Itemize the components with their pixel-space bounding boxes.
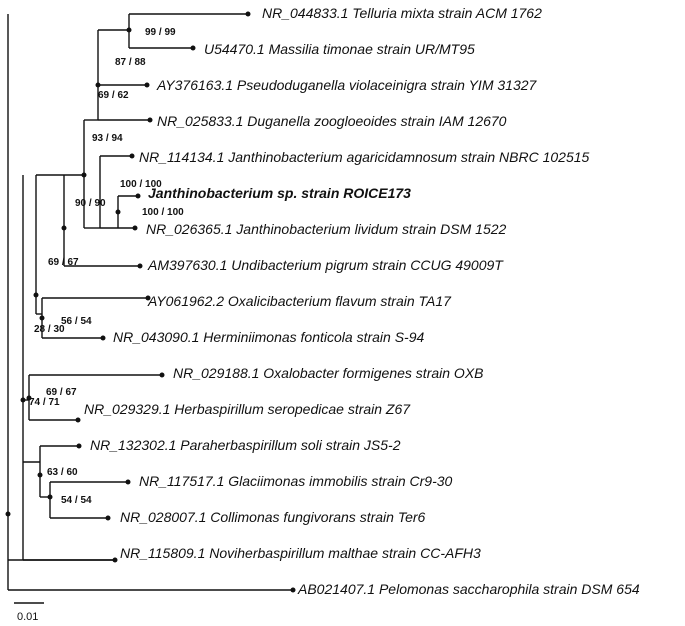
tree-node bbox=[115, 209, 121, 215]
tree-nodes bbox=[5, 11, 296, 593]
tree-node bbox=[147, 117, 153, 123]
support-value: 69 / 67 bbox=[48, 257, 79, 268]
support-value: 74 / 71 bbox=[29, 397, 60, 408]
tree-node bbox=[37, 472, 43, 478]
leaf-label-oxalicibacterium-flavum: AY061962.2 Oxalicibacterium flavum strai… bbox=[147, 293, 452, 309]
support-value: 69 / 67 bbox=[46, 387, 77, 398]
tree-node bbox=[76, 443, 82, 449]
tree-node bbox=[159, 372, 165, 378]
tree-node bbox=[95, 82, 101, 88]
support-value: 99 / 99 bbox=[145, 27, 176, 38]
leaf-labels: NR_044833.1 Telluria mixta strain ACM 17… bbox=[84, 5, 640, 597]
tree-node bbox=[145, 295, 151, 301]
tree-node bbox=[112, 557, 118, 563]
support-value: 63 / 60 bbox=[47, 467, 78, 478]
tree-node bbox=[245, 11, 251, 17]
support-value: 90 / 90 bbox=[75, 198, 106, 209]
leaf-label-janthinobacterium-roice173: Janthinobacterium sp. strain ROICE173 bbox=[148, 185, 411, 201]
tree-node bbox=[190, 45, 196, 51]
leaf-label-noviherbaspirillum-malthae: NR_115809.1 Noviherbaspirillum malthae s… bbox=[120, 545, 481, 561]
tree-node bbox=[39, 315, 45, 321]
support-value: 28 / 30 bbox=[34, 324, 65, 335]
scale-bar-label: 0.01 bbox=[17, 611, 38, 623]
tree-node bbox=[75, 417, 81, 423]
leaf-label-undibacterium-pigrum: AM397630.1 Undibacterium pigrum strain C… bbox=[147, 257, 504, 273]
tree-node bbox=[125, 479, 131, 485]
leaf-label-paraherbaspirillum-soli: NR_132302.1 Paraherbaspirillum soli stra… bbox=[90, 437, 401, 453]
leaf-label-janthinobacterium-agaricidamnosum: NR_114134.1 Janthinobacterium agaricidam… bbox=[139, 149, 590, 165]
leaf-label-janthinobacterium-lividum: NR_026365.1 Janthinobacterium lividum st… bbox=[146, 221, 507, 237]
tree-node bbox=[81, 172, 87, 178]
tree-node bbox=[33, 292, 39, 298]
tree-node bbox=[100, 335, 106, 341]
leaf-label-herminiimonas-fonticola: NR_043090.1 Herminiimonas fonticola stra… bbox=[113, 329, 424, 345]
support-value: 56 / 54 bbox=[61, 316, 92, 327]
support-value: 100 / 100 bbox=[120, 179, 162, 190]
leaf-label-pseudoduganella-violaceinigra: AY376163.1 Pseudoduganella violaceinigra… bbox=[156, 77, 538, 93]
support-value: 54 / 54 bbox=[61, 495, 92, 506]
leaf-label-duganella-zoogloeoides: NR_025833.1 Duganella zoogloeoides strai… bbox=[157, 113, 507, 129]
leaf-label-oxalobacter-formigenes: NR_029188.1 Oxalobacter formigenes strai… bbox=[173, 365, 484, 381]
tree-node bbox=[135, 193, 141, 199]
leaf-label-herbaspirillum-seropedicae: NR_029329.1 Herbaspirillum seropedicae s… bbox=[84, 401, 411, 417]
leaf-label-massilia-timonae: U54470.1 Massilia timonae strain UR/MT95 bbox=[204, 41, 475, 57]
support-value: 69 / 62 bbox=[98, 90, 129, 101]
leaf-label-glaciimonas-immobilis: NR_117517.1 Glaciimonas immobilis strain… bbox=[139, 473, 453, 489]
leaf-label-collimonas-fungivorans: NR_028007.1 Collimonas fungivorans strai… bbox=[120, 509, 426, 525]
scale-bar: 0.01 bbox=[14, 602, 44, 623]
support-value: 100 / 100 bbox=[142, 207, 184, 218]
leaf-label-pelomonas-saccharophila: AB021407.1 Pelomonas saccharophila strai… bbox=[297, 581, 640, 597]
tree-node bbox=[105, 515, 111, 521]
tree-node bbox=[129, 153, 135, 159]
support-value: 87 / 88 bbox=[115, 57, 146, 68]
tree-branches bbox=[7, 13, 293, 591]
tree-node bbox=[26, 395, 32, 401]
tree-node bbox=[47, 494, 53, 500]
tree-node bbox=[126, 27, 132, 33]
tree-node bbox=[144, 82, 150, 88]
tree-node bbox=[290, 587, 296, 593]
tree-node bbox=[132, 225, 138, 231]
tree-node bbox=[137, 263, 143, 269]
support-value: 93 / 94 bbox=[92, 133, 123, 144]
support-values: 99 / 99 87 / 88 69 / 62 93 / 94 100 / 10… bbox=[29, 27, 184, 506]
tree-node bbox=[5, 511, 11, 517]
tree-node bbox=[61, 225, 67, 231]
tree-node bbox=[20, 397, 26, 403]
leaf-label-telluria-mixta: NR_044833.1 Telluria mixta strain ACM 17… bbox=[262, 5, 542, 21]
